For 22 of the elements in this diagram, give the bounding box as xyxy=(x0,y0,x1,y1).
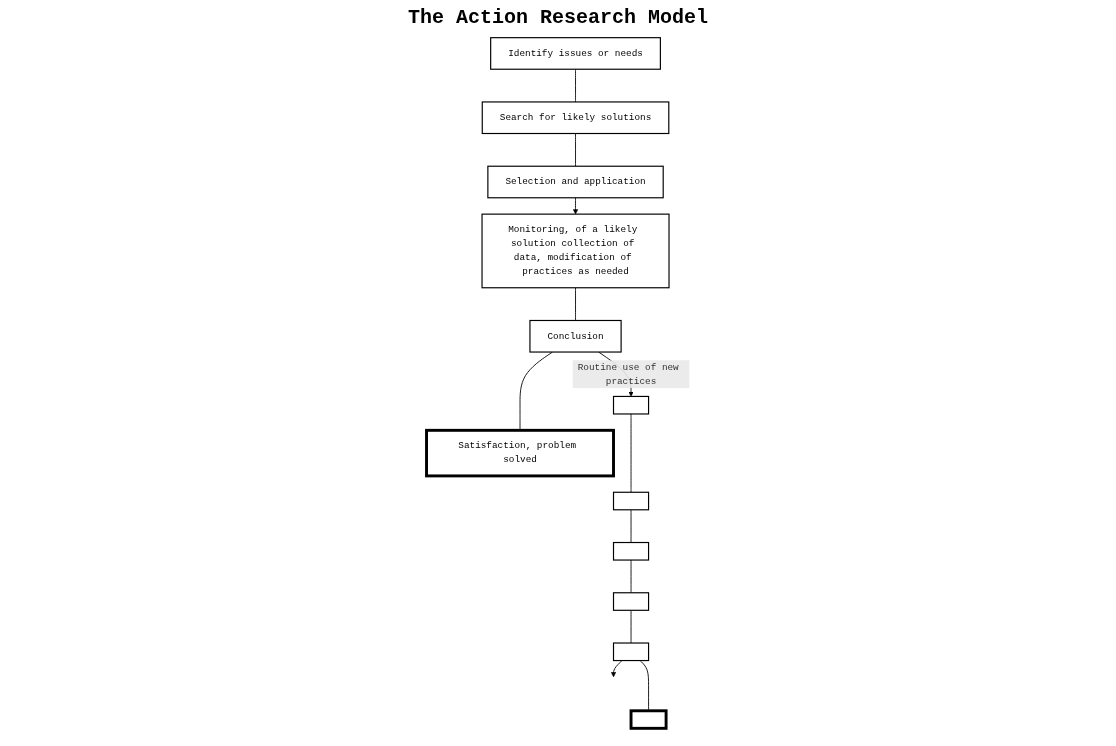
node-box: Selection and application xyxy=(487,165,664,199)
connector xyxy=(630,559,632,594)
connector xyxy=(575,287,576,321)
node-box xyxy=(629,709,668,730)
node-box: Satisfaction, problem solved xyxy=(425,428,615,478)
edge-label: Routine use of new practices xyxy=(577,361,679,387)
connector xyxy=(630,413,632,493)
diagram-title: The Action Research Model xyxy=(406,6,710,29)
node-box xyxy=(612,395,650,415)
connector xyxy=(575,133,576,167)
node-box: Search for likely solutions xyxy=(481,101,670,135)
node-box: Identify issues or needs xyxy=(490,37,661,70)
node-box: Conclusion xyxy=(529,319,622,353)
connector xyxy=(575,68,576,103)
connector xyxy=(519,351,553,431)
node-box xyxy=(612,592,650,611)
node-box: Monitoring, of a likely solution collection of data, modification of practices as needed xyxy=(481,213,670,289)
node-box xyxy=(612,642,650,662)
node-box xyxy=(612,491,650,511)
connector xyxy=(630,509,632,543)
connector xyxy=(630,609,632,644)
node-box xyxy=(612,541,650,561)
